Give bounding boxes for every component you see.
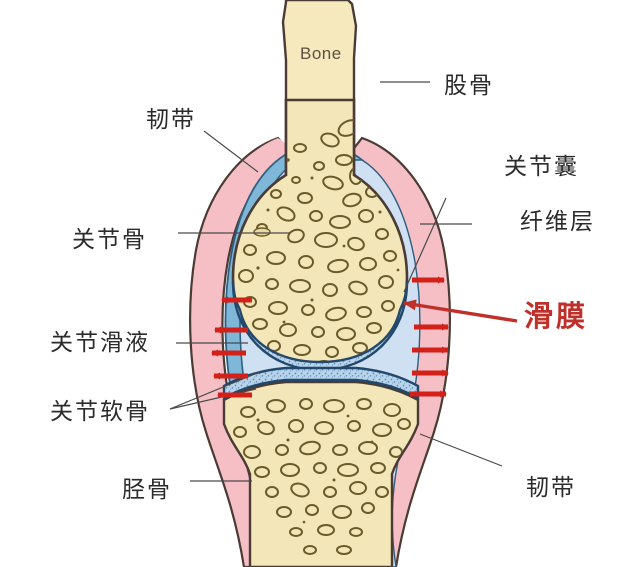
leader-joint-capsule <box>403 197 447 293</box>
label-tibia: 胫骨 <box>122 477 172 502</box>
label-femur: 股骨 <box>444 73 494 98</box>
leader-ligament-top <box>203 130 259 173</box>
label-articular-cartilage: 关节软骨 <box>50 399 150 424</box>
label-synovial-fluid: 关节滑液 <box>50 330 150 355</box>
leader-ligament-bottom <box>419 433 503 467</box>
tibia-head <box>222 380 420 567</box>
label-ligament-bottom: 韧带 <box>526 475 576 500</box>
pressure-arrows-right <box>410 276 449 398</box>
label-joint-capsule: 关节囊 <box>504 154 579 179</box>
synovium-callout-arrow <box>403 299 518 323</box>
label-articular-bone: 关节骨 <box>72 227 147 252</box>
marrow-detail <box>253 227 271 237</box>
label-ligament-top: 韧带 <box>146 107 196 132</box>
tibial-cartilage <box>222 366 420 401</box>
leader-articular-cartilage-b <box>169 388 257 410</box>
pressure-arrows-left <box>211 296 252 399</box>
label-synovium: 滑膜 <box>524 301 589 333</box>
label-fibrous-layer: 纤维层 <box>520 209 595 234</box>
label-bone: Bone <box>300 44 342 63</box>
